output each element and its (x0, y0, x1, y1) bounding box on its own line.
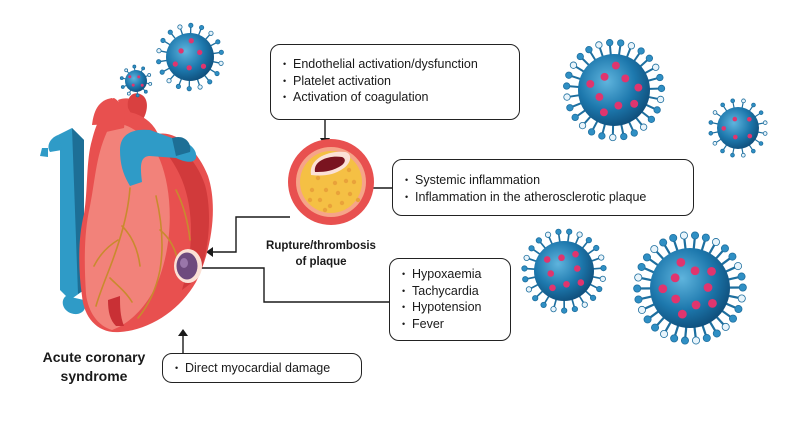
list-item: Hypoxaemia (402, 266, 498, 283)
list-item: Hypotension (402, 299, 498, 316)
list-item: Direct myocardial damage (175, 360, 349, 377)
connector-arrows (182, 120, 392, 353)
acute-coronary-syndrome-label: Acute coronary syndrome (30, 348, 158, 386)
plaque-label-line1: Rupture/thrombosis (266, 240, 376, 252)
arrow-plaque-to-heart (212, 216, 290, 253)
virus-icon (521, 228, 607, 314)
virus-icon (119, 64, 153, 98)
artery-cross-section-icon (288, 139, 374, 225)
mechanism-box-myocardial: Direct myocardial damage (162, 353, 362, 383)
virus-icon (708, 98, 768, 158)
list-item: Systemic inflammation (405, 172, 681, 189)
mechanism-box-inflammation: Systemic inflammation Inflammation in th… (392, 159, 694, 216)
list-item: Platelet activation (283, 73, 507, 90)
virus-icon (156, 22, 224, 92)
arrow-right-to-heart (191, 267, 389, 303)
heart-illustration (40, 93, 213, 333)
list-item: Tachycardia (402, 283, 498, 300)
list-item: Fever (402, 316, 498, 333)
virus-icon (633, 231, 747, 345)
list-item: Inflammation in the atherosclerotic plaq… (405, 189, 681, 206)
list-item: Activation of coagulation (283, 89, 507, 106)
acs-label-line2: syndrome (60, 368, 128, 384)
plaque-label-line2: of plaque (295, 256, 347, 268)
plaque-label: Rupture/thrombosis of plaque (258, 238, 384, 270)
mechanism-box-vascular: Endothelial activation/dysfunction Plate… (270, 44, 520, 120)
virus-icon (563, 39, 666, 142)
list-item: Endothelial activation/dysfunction (283, 56, 507, 73)
acs-label-line1: Acute coronary (42, 349, 146, 365)
mechanism-box-systemic: Hypoxaemia Tachycardia Hypotension Fever (389, 258, 511, 341)
